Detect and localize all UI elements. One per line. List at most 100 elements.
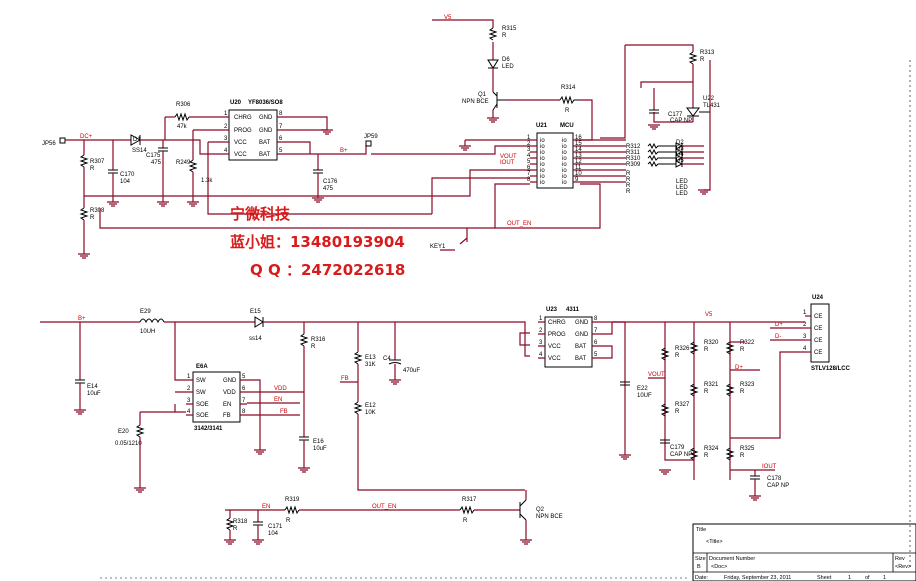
mcu-pin-num-left: 7 — [527, 171, 531, 177]
wire-mcu-r308 — [431, 177, 530, 214]
r319-val: R — [286, 518, 291, 524]
cap-c170 — [108, 169, 118, 174]
mcu-pin-num-left: 8 — [527, 177, 531, 183]
d1-ref: D1 — [133, 137, 141, 143]
wire-e29-e15 — [164, 321, 255, 393]
u20-num-3: 3 — [224, 136, 228, 142]
array-resistor-val: R — [704, 389, 709, 395]
u20-pin-gnd2: GND — [259, 128, 273, 134]
transistor-q2 — [519, 499, 527, 521]
wire-c177 — [653, 88, 694, 123]
u20-pin-vcc2: VCC — [234, 152, 247, 158]
wire-e15-rail — [263, 321, 530, 357]
mcu-pin-label-right: io — [562, 156, 567, 162]
u24-pin-label: CE — [814, 338, 822, 344]
gnd-q2 — [520, 539, 532, 545]
wire-sense-mcu — [84, 169, 530, 197]
array-resistor-val: R — [675, 409, 680, 415]
u24-pin-num: 2 — [803, 322, 807, 328]
net-out-en-bottom: OUT_EN — [372, 504, 396, 510]
u20-pin-bat2: BAT — [259, 152, 271, 158]
wire-u20-bat — [284, 141, 367, 155]
switch-key1 — [440, 228, 468, 251]
c176-val: 475 — [323, 186, 334, 192]
mcu-pin-num-right: 12 — [575, 159, 582, 165]
chip-u23 — [544, 316, 593, 368]
array-resistor — [725, 383, 735, 397]
title-block-border — [692, 523, 916, 581]
chip-pin-label-right: GND — [223, 378, 237, 384]
chip-pin-num-right: 6 — [242, 386, 246, 392]
gnd-u20 — [321, 129, 333, 135]
date-value: Friday, September 23, 2011 — [724, 575, 791, 581]
gnd-r308 — [78, 253, 90, 259]
transistor-q1 — [492, 91, 505, 111]
c175-ref: C175 — [146, 153, 161, 159]
led-resistor-ref: R312 — [626, 144, 641, 150]
array-resistor-val: R — [740, 389, 745, 395]
u20-part: YF8036/SO8 — [248, 100, 283, 106]
led-resistor — [647, 154, 676, 162]
u20-pin-prog: PROG — [234, 128, 252, 134]
net-dminus: D- — [775, 334, 781, 340]
led-label: LED — [676, 191, 688, 197]
r313-val: R — [700, 57, 705, 63]
e15-ref: E15 — [250, 309, 261, 315]
resistor-r308 — [79, 207, 89, 221]
c179-val: CAP NP — [670, 452, 692, 458]
mcu-pin-label-right: io — [562, 168, 567, 174]
wire-vcc-u20 — [207, 141, 432, 215]
gnd-r318 — [224, 539, 236, 545]
gnd-c179 — [659, 469, 671, 475]
r316-val: R — [311, 344, 316, 350]
u24-pin-label: CE — [814, 314, 822, 320]
u20-num-1: 1 — [224, 111, 228, 117]
chip-pin-num-left: 2 — [187, 386, 191, 392]
e14-val: 10uF — [87, 391, 101, 397]
c178-val: CAP NP — [767, 483, 789, 489]
sheet-label: Sheet — [817, 575, 832, 581]
chip-pin-label-left: SW — [196, 390, 206, 396]
mcu-pin-num-right: 16 — [575, 135, 582, 141]
d6-val: LED — [502, 64, 514, 70]
net-iout-top: IOUT — [500, 160, 515, 166]
wire-e6a-gnd — [247, 379, 261, 450]
net-dplus-mid: D+ — [735, 365, 743, 371]
mcu-pin-label-right: io — [562, 174, 567, 180]
u24-pin-num: 3 — [803, 334, 807, 340]
array-resistor-ref: R321 — [704, 382, 719, 388]
net-bplus-top: B+ — [340, 148, 348, 154]
u22-part: TL431 — [703, 103, 721, 109]
e29-ref: E29 — [140, 309, 151, 315]
r314-val: R — [565, 108, 570, 114]
inductor-e29 — [139, 318, 165, 324]
chip-u21-mcu — [536, 132, 574, 189]
gnd-e20 — [134, 487, 146, 493]
u20-pins: CHRG PROG VCC VCC GND GND BAT BAT 1 2 3 … — [222, 111, 284, 158]
r249-val: 1.3k — [201, 178, 213, 184]
gnd-e16 — [298, 467, 310, 473]
key1-ref: KEY1 — [430, 244, 446, 250]
e20-val: 0.05/1210 — [115, 441, 142, 447]
net-out-en-top: OUT_EN — [507, 221, 531, 227]
r308-ref: R308 — [90, 208, 105, 214]
array-resistor-val: R — [704, 347, 709, 353]
chip-pin-label-left: SW — [196, 378, 206, 384]
e12-ref: E12 — [365, 403, 376, 409]
led-label: LED — [676, 179, 688, 185]
r306-ref: R306 — [176, 102, 191, 108]
cap-c179 — [660, 439, 670, 444]
u20-num-2: 2 — [224, 124, 228, 130]
title-block: Title <Title> Size B Document Number <Do… — [692, 523, 916, 581]
overlay-qq: Q Q ：2472022618 — [250, 261, 406, 279]
q2-ref: Q2 — [536, 507, 545, 513]
array-resistor-ref: R323 — [740, 382, 755, 388]
resistor-e20 — [135, 424, 145, 438]
array-resistor-val: R — [740, 453, 745, 459]
mcu-pin-label-left: io — [540, 138, 545, 144]
r315-ref: R315 — [502, 26, 517, 32]
net-v5-top: V5 — [444, 15, 452, 21]
mcu-pin-num-left: 5 — [527, 159, 531, 165]
